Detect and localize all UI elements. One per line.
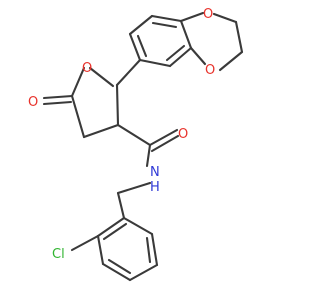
bond-ar-5 [168,46,193,68]
bond-ar-3 [150,14,183,23]
bond-c5-o [70,66,86,98]
bond-camide-n [145,143,152,168]
bond-c5-carbonyl-o-1 [42,94,74,100]
atom-dioxane-oxygen-top: O [203,7,213,22]
bond-c3-camide [116,123,152,147]
bond-ar-1b [136,34,148,58]
molecule-canvas: O O O O O N H Cl [28,7,244,282]
bond-c2-c3 [115,83,120,127]
bond-c3-c4 [82,123,120,139]
atom-carbonyl-oxygen-lactone: O [28,95,38,110]
bond-ch2-ch2 [234,20,244,54]
bonds [42,11,244,282]
bond-ph-6 [122,216,154,236]
bond-camide-o-2 [150,134,180,153]
bond-o-top-ch2 [212,12,238,24]
bond-ph-1 [96,216,126,238]
atom-amide-nitrogen: N [150,165,160,180]
bond-o-bottom-ar [189,46,207,66]
atom-dioxane-oxygen-bottom: O [205,63,215,78]
atom-amide-hydrogen: H [150,180,160,195]
bond-ph-1b [102,222,128,241]
bond-camide-o-1 [148,128,179,147]
bond-ch2-o-bottom [218,50,244,72]
bond-ph-4 [128,263,159,282]
bond-c2-aryl [115,58,142,87]
bond-ar-2 [128,14,154,36]
atom-labels: O O O O O N H Cl [28,7,215,262]
bond-ar-3b [151,21,178,29]
bond-ph-5 [150,232,159,267]
bond-ph-5b [145,236,152,264]
bond-o-c2 [88,66,115,88]
atom-amide-oxygen: O [178,127,188,142]
bond-ar-1 [128,32,142,62]
bond-ar-4 [179,19,193,50]
bond-ar-o-top [179,11,205,23]
bond-ph-2 [96,234,105,266]
atom-chlorine: Cl [52,247,65,262]
bond-c-cl [70,234,100,252]
bond-n-ch2 [116,181,152,195]
bond-ph-3b [107,258,132,275]
bond-ph-3 [101,262,132,282]
bond-c5-carbonyl-o-2 [42,100,73,106]
bond-c4-c5 [70,94,86,139]
molecule-structure: O O O O O N H Cl [28,7,244,282]
bond-ar-6 [138,58,172,68]
atom-ring-oxygen: O [82,61,92,76]
bond-ch2-ar2 [116,191,126,220]
bond-ar-5b [165,44,186,62]
